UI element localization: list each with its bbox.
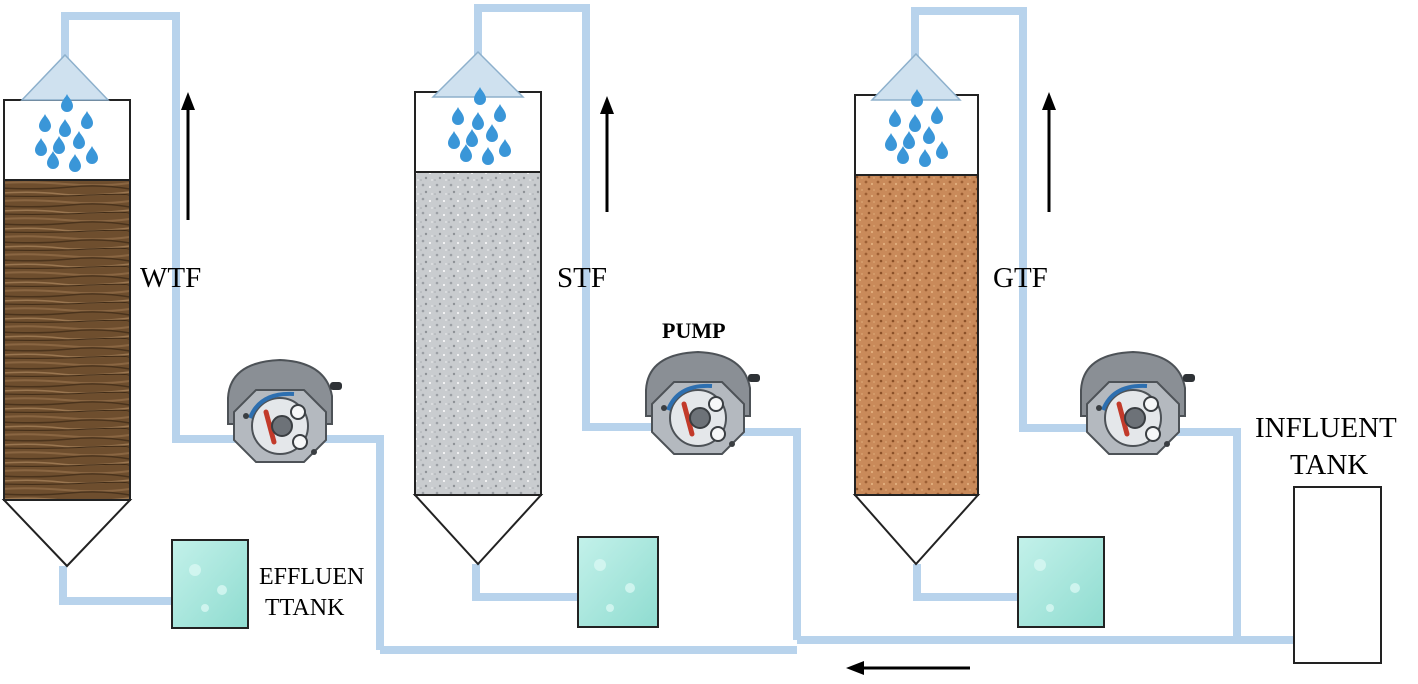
water-drops <box>35 87 948 172</box>
water-drop-icon <box>448 131 460 149</box>
water-drop-icon <box>61 94 73 112</box>
pipe-stf-to-effluent <box>472 564 580 601</box>
water-drop-icon <box>923 126 935 144</box>
water-drop-icon <box>486 124 498 142</box>
water-drop-icon <box>909 114 921 132</box>
pump-label: PUMP <box>662 318 726 343</box>
influent-tank-label-line1: INFLUENT <box>1255 412 1397 444</box>
filter-column-wtf <box>1 53 133 568</box>
pipe-pump3-outlet <box>1168 428 1241 640</box>
effluent-tank-1 <box>171 539 249 629</box>
influent-tank <box>1293 486 1382 664</box>
pipe-gtf-to-effluent <box>913 564 1018 601</box>
pipe-pump1-outlet <box>318 435 384 650</box>
water-drop-icon <box>936 141 948 159</box>
water-drop-icon <box>59 119 71 137</box>
filter-media-stone <box>414 171 542 496</box>
filter-label-stf: STF <box>557 262 607 294</box>
water-drop-icon <box>889 109 901 127</box>
pumps <box>227 350 1195 463</box>
peristaltic-pump-icon <box>1080 350 1195 455</box>
pipe-main-line <box>376 636 1294 654</box>
filter-column-stf <box>412 50 544 566</box>
column-top-chamber <box>854 94 979 176</box>
pipe-wtf-recirculation <box>61 12 242 443</box>
pipe-network <box>59 4 1294 654</box>
water-drop-icon <box>472 112 484 130</box>
water-drop-icon <box>35 138 47 156</box>
filter-column-gtf <box>852 52 981 566</box>
flow-arrow-icon <box>1042 92 1056 212</box>
water-drop-icon <box>897 146 909 164</box>
water-drop-icon <box>482 147 494 165</box>
pipe-pump2-outlet <box>735 428 801 640</box>
effluent-tank-2 <box>577 536 659 628</box>
water-drop-icon <box>474 87 486 105</box>
water-drop-icon <box>81 111 93 129</box>
water-drop-icon <box>903 131 915 149</box>
water-drop-icon <box>885 133 897 151</box>
filter-label-wtf: WTF <box>140 262 201 294</box>
flow-arrow-icon <box>181 92 195 220</box>
column-cone-bottom <box>852 494 981 566</box>
water-drop-icon <box>53 136 65 154</box>
flow-arrow-icon <box>846 661 970 675</box>
water-drop-icon <box>460 144 472 162</box>
water-drop-icon <box>911 89 923 107</box>
effluent-tank-label-line2: TTANK <box>265 595 345 621</box>
pipe-wtf-to-effluent <box>59 566 172 605</box>
filter-media-wood <box>3 179 131 501</box>
water-drop-icon <box>69 154 81 172</box>
spray-nozzle-icon <box>431 50 525 98</box>
effluent-tank-3 <box>1017 536 1105 628</box>
flow-arrow-icon <box>600 96 614 212</box>
water-drop-icon <box>931 106 943 124</box>
peristaltic-pump-icon <box>645 350 760 455</box>
column-top-chamber <box>3 99 131 181</box>
column-cone-bottom <box>1 499 133 568</box>
pipe-stf-recirculation <box>474 4 660 431</box>
water-drop-icon <box>39 114 51 132</box>
influent-tank-label-line2: TANK <box>1290 449 1368 481</box>
spray-nozzle-icon <box>20 53 110 101</box>
water-drop-icon <box>47 151 59 169</box>
water-drop-icon <box>452 107 464 125</box>
water-drop-icon <box>86 146 98 164</box>
water-drop-icon <box>919 149 931 167</box>
flow-arrows <box>181 92 1056 675</box>
filter-media-gravel <box>854 174 979 496</box>
effluent-tank-label-line1: EFFLUEN <box>259 564 364 590</box>
column-cone-bottom <box>412 494 544 566</box>
water-drop-icon <box>73 131 85 149</box>
pipe-gtf-recirculation <box>911 7 1093 432</box>
water-drop-icon <box>466 129 478 147</box>
water-drop-icon <box>494 104 506 122</box>
filter-label-gtf: GTF <box>993 262 1048 294</box>
water-drop-icon <box>499 139 511 157</box>
peristaltic-pump-icon <box>227 358 342 463</box>
